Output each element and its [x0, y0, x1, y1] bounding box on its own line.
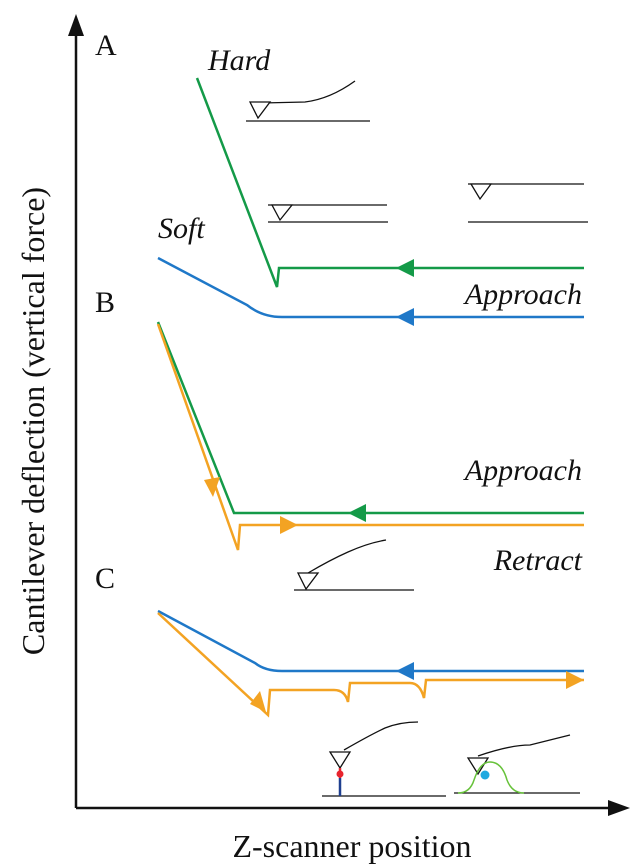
cantilever-tip — [466, 757, 490, 776]
cantilever-tip — [270, 204, 294, 222]
inset-bent-cantilever — [246, 80, 370, 122]
inset-bent-cantilever — [294, 539, 414, 591]
axes — [68, 14, 630, 816]
hard-approach-arrow — [348, 504, 366, 522]
label-soft: Soft — [158, 212, 205, 245]
panel-c — [157, 609, 584, 797]
cantilever-tip — [328, 751, 352, 770]
cantilever-tip — [248, 101, 272, 120]
cantilever-arm — [307, 539, 387, 574]
panel-b — [156, 321, 584, 591]
inset-free-cantilever — [468, 183, 588, 223]
hard-approach-curve — [156, 321, 584, 515]
binding-point — [336, 770, 344, 778]
x-axis-arrowhead — [608, 800, 630, 816]
y-axis-arrowhead — [68, 14, 84, 36]
soft-approach-arrow — [396, 308, 414, 326]
cell-body — [457, 761, 525, 794]
soft-approach-curve — [157, 256, 584, 319]
retract-arrow — [280, 516, 298, 534]
retract-curve — [156, 323, 584, 551]
cantilever-tip — [469, 183, 493, 201]
hard-approach-arrow — [396, 259, 414, 277]
label-approach-b: Approach — [463, 454, 582, 487]
inset-molecular-bond — [322, 721, 446, 797]
panel-label-a: A — [95, 29, 117, 62]
retract-arrow — [566, 671, 584, 689]
soft-approach-curve — [157, 609, 584, 673]
label-hard: Hard — [207, 44, 271, 77]
inset-cell — [454, 734, 580, 794]
cell-nucleus — [480, 770, 490, 780]
x-axis-title: Z-scanner position — [232, 828, 471, 864]
panel-a — [157, 77, 588, 326]
soft-approach-arrow — [396, 662, 414, 680]
retract-down-arrow — [204, 477, 220, 497]
label-retract-b: Retract — [493, 544, 583, 577]
cantilever-arm — [477, 734, 571, 757]
cantilever-tip — [296, 572, 320, 591]
cantilever-arm — [261, 80, 356, 104]
label-approach-a: Approach — [463, 278, 582, 311]
hard-approach-curve — [195, 77, 584, 288]
inset-contact-cantilever — [268, 204, 388, 223]
retract-down-arrow — [250, 691, 266, 712]
y-axis-title: Cantilever deflection (vertical force) — [15, 187, 51, 655]
retract-curve — [157, 612, 584, 718]
cantilever-arm — [343, 721, 419, 751]
panel-label-b: B — [95, 286, 115, 319]
panel-label-c: C — [95, 562, 115, 595]
